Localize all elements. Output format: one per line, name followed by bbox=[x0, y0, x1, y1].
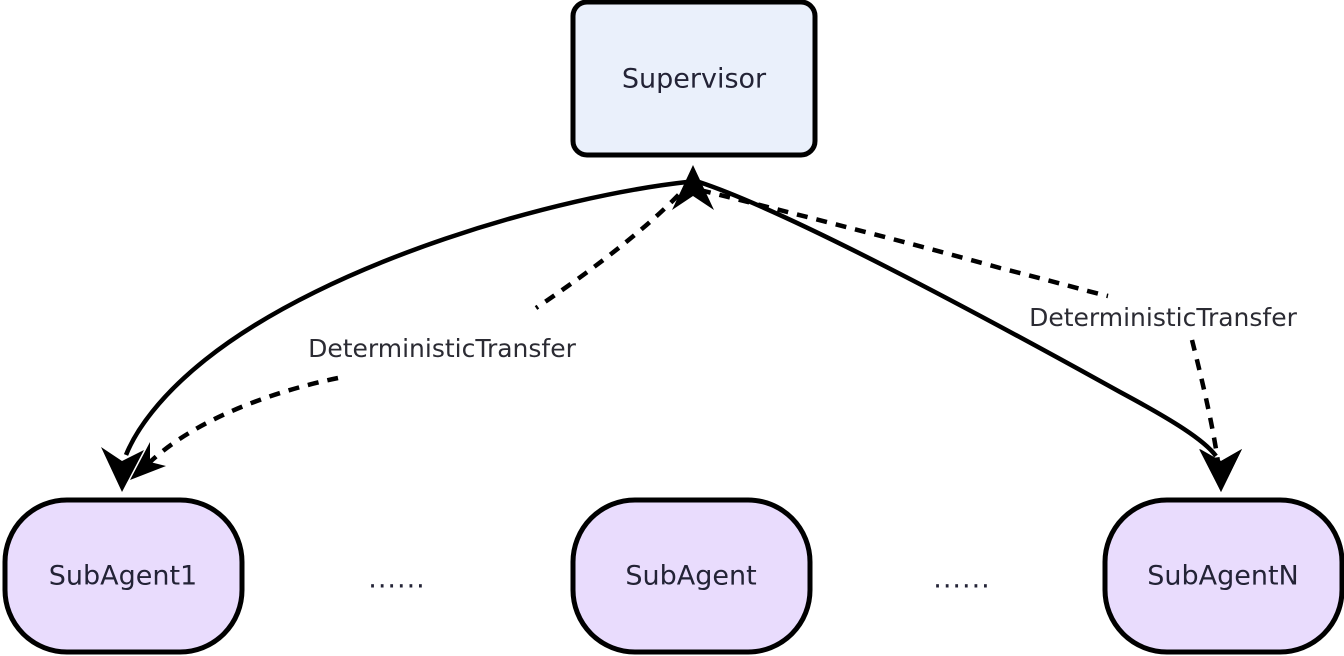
edge-label-deterministic-transfer-left: DeterministicTransfer bbox=[308, 334, 577, 363]
arrowhead-down-subagent1 bbox=[101, 447, 144, 492]
edge-path-subagentn-to-supervisor bbox=[698, 179, 1218, 458]
edge-label-deterministic-transfer-right: DeterministicTransfer bbox=[1029, 303, 1298, 332]
edge-path-supervisor-to-subagent1-upper bbox=[534, 178, 694, 310]
subagent1-label: SubAgent1 bbox=[49, 561, 198, 592]
node-subagent1[interactable]: SubAgent1 bbox=[2, 497, 245, 655]
ellipsis-left: ...... bbox=[368, 564, 426, 595]
edge-subagentn-to-supervisor bbox=[698, 179, 1242, 492]
edge-path-supervisor-to-subagent1-lower bbox=[148, 375, 339, 464]
edge-supervisor-to-subagentn bbox=[699, 187, 1242, 492]
arrowhead-up-supervisor-group bbox=[672, 165, 714, 210]
supervisor-box[interactable] bbox=[570, 0, 818, 158]
edge-path-supervisor-to-subagentn-upper bbox=[699, 187, 1109, 299]
arrowhead-up-supervisor bbox=[672, 165, 714, 210]
node-subagent[interactable]: SubAgent bbox=[570, 497, 813, 655]
subagent-label: SubAgent bbox=[625, 561, 756, 592]
arrowhead-dashed-subagentn bbox=[1200, 449, 1242, 492]
subagentn-label: SubAgentN bbox=[1147, 561, 1299, 592]
edge-subagent1-to-supervisor bbox=[101, 179, 688, 492]
subagent1-box[interactable] bbox=[2, 497, 245, 655]
ellipsis-right: ...... bbox=[933, 564, 991, 595]
arrowhead-dashed-subagent1 bbox=[130, 442, 166, 480]
edge-supervisor-to-subagent1 bbox=[130, 178, 694, 480]
edge-path-supervisor-to-subagentn-lower bbox=[1189, 339, 1221, 463]
subagent-box[interactable] bbox=[570, 497, 813, 655]
supervisor-label: Supervisor bbox=[622, 64, 767, 95]
subagentn-box[interactable] bbox=[1102, 497, 1344, 655]
node-supervisor[interactable]: Supervisor bbox=[570, 0, 818, 158]
edge-path-subagent1-to-supervisor bbox=[123, 179, 688, 456]
node-subagentn[interactable]: SubAgentN bbox=[1102, 497, 1344, 655]
